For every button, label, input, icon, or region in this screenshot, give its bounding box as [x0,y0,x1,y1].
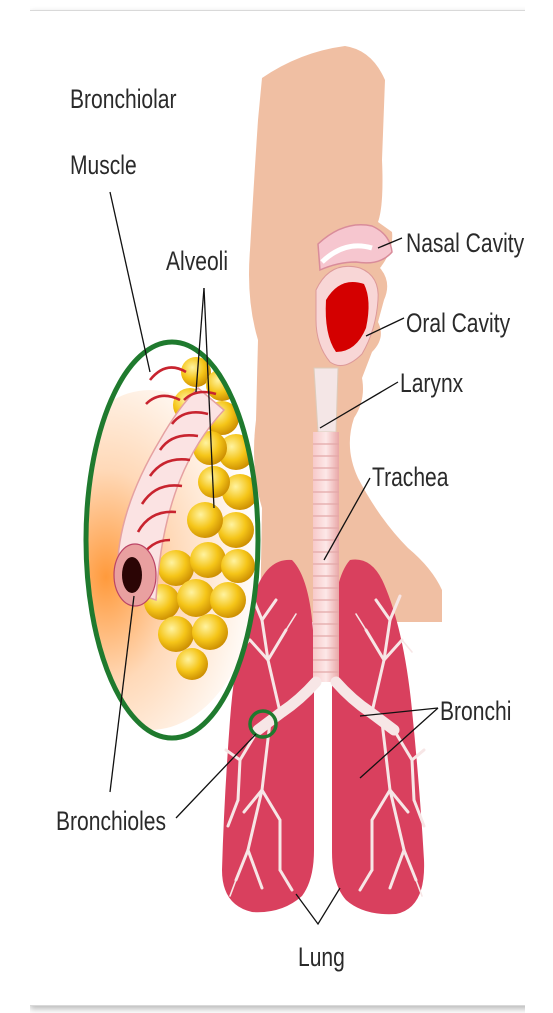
label-bronchiolar-muscle-line1: Bronchiolar [70,85,176,115]
label-nasal-cavity: Nasal Cavity [406,229,525,259]
label-trachea: Trachea [372,463,449,493]
bronchiole-lumen [122,557,142,593]
label-bronchiolar-muscle-line2: Muscle [70,151,137,181]
label-bronchi: Bronchi [440,697,511,727]
larynx-shape [314,368,338,432]
label-alveoli: Alveoli [166,247,228,277]
label-oral-cavity: Oral Cavity [406,309,511,339]
label-larynx: Larynx [400,369,463,399]
label-lung: Lung [298,943,345,973]
magnified-inset [40,342,260,738]
label-bronchioles: Bronchioles [56,807,166,837]
right-edge-mask [525,0,553,1013]
left-edge-mask [0,0,30,1013]
